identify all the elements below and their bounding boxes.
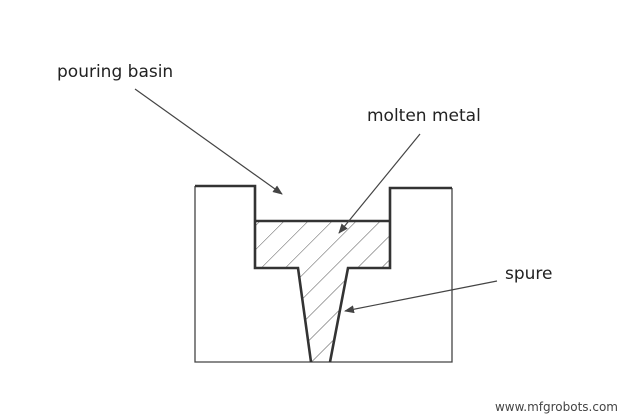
molten-metal-arrow: [338, 133, 421, 234]
mold-top-left-edge: [195, 184, 257, 221]
basin-right-wall-and-sprue: [328, 221, 392, 363]
watermark: www.mfgrobots.com: [494, 400, 618, 414]
pouring-basin-arrow: [134, 88, 283, 195]
molten-metal-fill: [255, 221, 390, 362]
mold-top-right-edge: [388, 186, 452, 221]
molten-metal-label: molten metal: [367, 106, 481, 126]
pouring-basin-label: pouring basin: [57, 62, 174, 82]
basin-left-wall-and-sprue: [253, 221, 313, 363]
spure-label: spure: [505, 264, 553, 284]
spure-arrow: [344, 280, 498, 314]
